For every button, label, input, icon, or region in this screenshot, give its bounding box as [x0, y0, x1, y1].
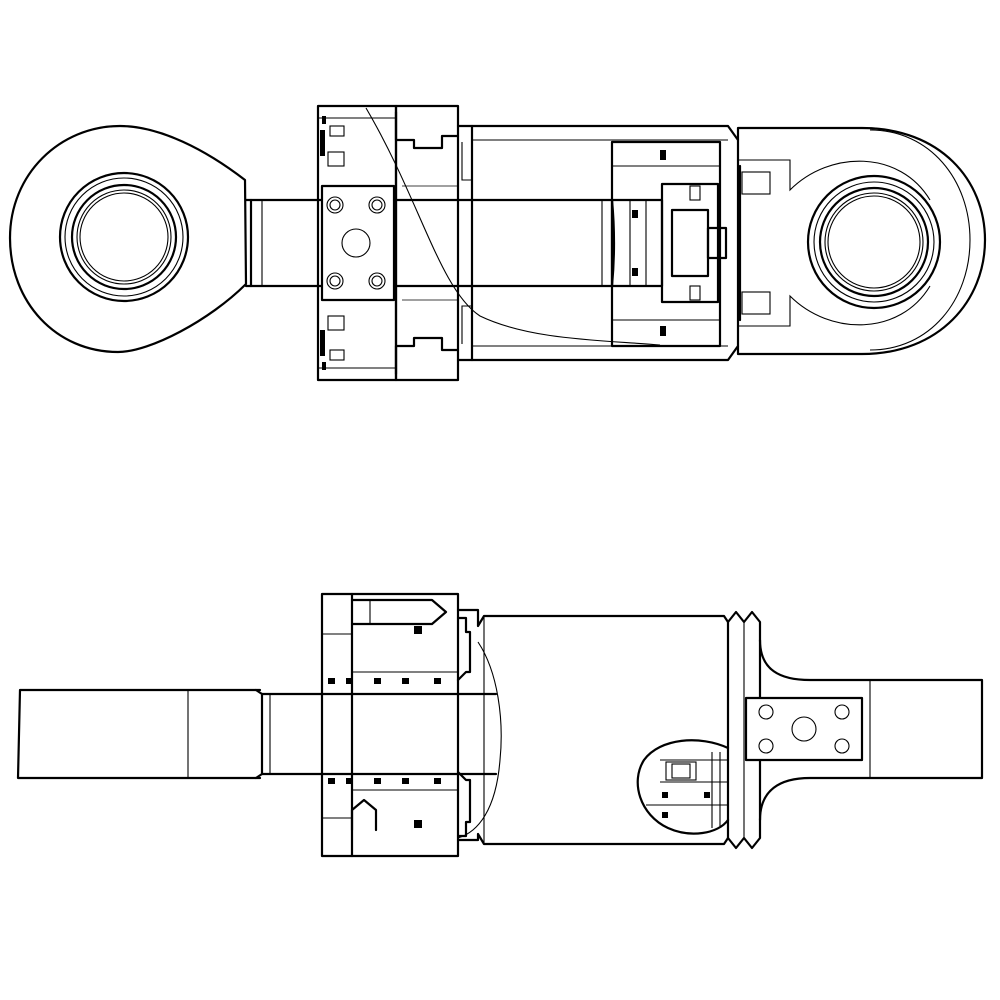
piston-rod	[392, 198, 616, 288]
barrel	[365, 107, 740, 362]
bottom-barrel	[456, 608, 730, 846]
top-view	[8, 104, 987, 382]
bottom-piston-rod	[16, 688, 498, 780]
port-block	[320, 184, 396, 302]
bottom-cylinder-head	[320, 592, 472, 858]
port-pad	[744, 696, 864, 762]
cylinder-head	[316, 104, 473, 382]
bottom-view	[16, 592, 984, 858]
clevis-eye	[736, 126, 987, 356]
rod-eye	[8, 124, 248, 354]
piston	[610, 140, 728, 348]
detail-circle	[636, 739, 730, 835]
rod-neck	[244, 198, 324, 288]
